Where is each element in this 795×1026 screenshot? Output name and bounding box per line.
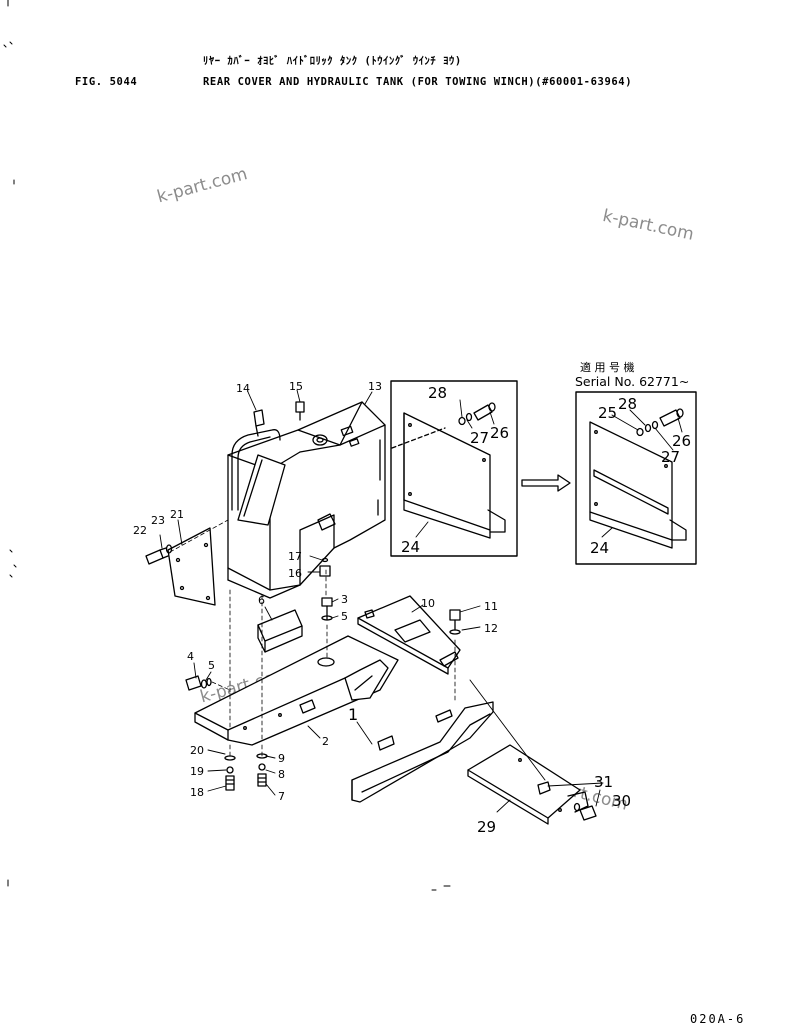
cover-panel-24a (391, 412, 506, 539)
callout-7: 7 (278, 790, 285, 803)
callout-27b: 27 (661, 448, 680, 466)
hydraulic-tank (227, 401, 386, 599)
rear-cover-1 (351, 701, 494, 803)
callout-25b: 25 (598, 404, 617, 422)
bolt-14 (253, 409, 265, 437)
nut-31 (537, 781, 551, 795)
bolt-30 (573, 802, 597, 821)
scan-marks (3, 0, 451, 891)
callout-1: 1 (348, 705, 358, 724)
callout-28a: 28 (428, 384, 447, 402)
frame-2 (194, 635, 399, 746)
bolt-3 (321, 597, 333, 621)
bolt-26b (636, 408, 684, 437)
callout-5b: 5 (208, 659, 215, 672)
callout-29: 29 (477, 818, 496, 836)
callout-labels: 14 15 13 22 23 21 17 16 6 3 5 10 11 12 4… (133, 380, 691, 836)
bolt-18 (224, 755, 236, 791)
callout-26b: 26 (672, 432, 691, 450)
callout-14: 14 (236, 382, 250, 395)
callout-9: 9 (278, 752, 285, 765)
callout-3: 3 (341, 593, 348, 606)
figure-title: REAR COVER AND HYDRAULIC TANK (FOR TOWIN… (203, 76, 633, 88)
leader-lines (159, 389, 683, 813)
bolt-22 (145, 544, 173, 565)
callout-2: 2 (322, 735, 329, 748)
callout-22: 22 (133, 524, 147, 537)
callout-21: 21 (170, 508, 184, 521)
cover-29 (467, 744, 589, 825)
bolt-26a (458, 402, 496, 426)
bolt-4 (185, 675, 212, 691)
callout-8: 8 (278, 768, 285, 781)
callout-28b: 28 (618, 395, 637, 413)
guide-line (469, 679, 546, 781)
alignment-lines (169, 519, 456, 759)
side-cover (167, 527, 216, 606)
cover-detail-box-2 (575, 391, 697, 565)
serial-note-japanese: 適 用 号 機 (580, 361, 635, 374)
figure-number: FIG. 5044 (75, 76, 138, 88)
callout-6: 6 (258, 594, 265, 607)
serial-note-label: Serial No. 62771~ (575, 374, 690, 389)
cover-detail-box-1 (390, 380, 518, 557)
callout-5a: 5 (341, 610, 348, 623)
callout-30: 30 (612, 792, 631, 810)
plate-10 (357, 595, 461, 675)
bolt-11 (449, 609, 461, 635)
callout-4: 4 (187, 650, 194, 663)
cover-panel-24b (589, 421, 687, 549)
callout-10: 10 (421, 597, 435, 610)
bolt-7 (256, 753, 268, 787)
bracket-6 (257, 609, 303, 653)
callout-16: 16 (288, 567, 302, 580)
callout-26a: 26 (490, 424, 509, 442)
callout-20: 20 (190, 744, 204, 757)
callout-18: 18 (190, 786, 204, 799)
callout-24a: 24 (401, 538, 420, 556)
callout-15: 15 (289, 380, 303, 393)
drain-plug-16 (319, 557, 331, 577)
callout-13: 13 (368, 380, 382, 393)
callout-24b: 24 (590, 539, 609, 557)
japanese-title: ﾘﾔｰ ｶﾊﾞｰ ｵﾖﾋﾞ ﾊｲﾄﾞﾛﾘｯｸ ﾀﾝｸ (ﾄｳｲﾝｸﾞ ｳｲﾝﾁ … (203, 55, 462, 67)
callout-27a: 27 (470, 429, 489, 447)
callout-19: 19 (190, 765, 204, 778)
page-code: 020A-6 (690, 1012, 746, 1026)
callout-23: 23 (151, 514, 165, 527)
callout-17: 17 (288, 550, 302, 563)
callout-31: 31 (594, 773, 613, 791)
bolt-15 (295, 401, 305, 421)
callout-12: 12 (484, 622, 498, 635)
arrow-right (521, 474, 571, 492)
callout-11: 11 (484, 600, 498, 613)
